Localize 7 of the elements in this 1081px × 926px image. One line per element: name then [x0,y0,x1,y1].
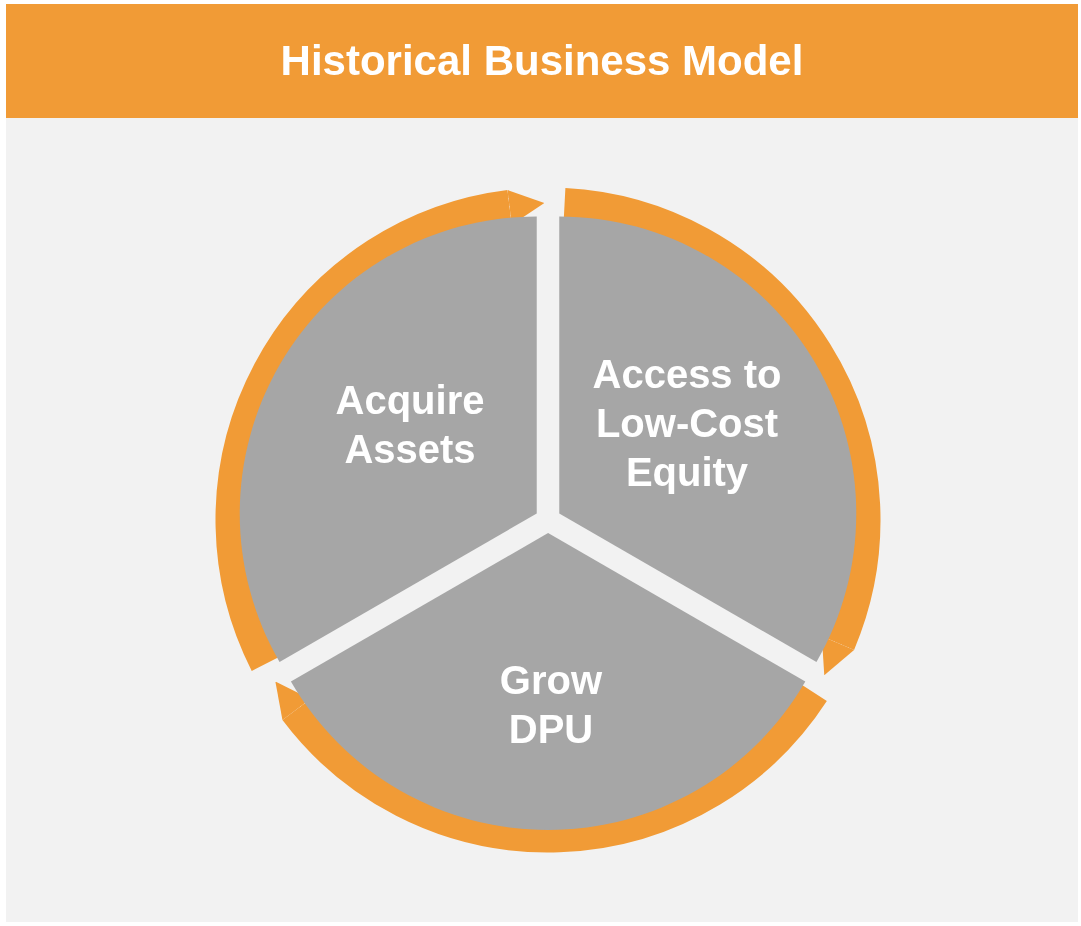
cycle-arrow [562,188,881,677]
cycle-arrow [215,190,544,670]
cycle-arrow [273,681,827,853]
segment-label: Access to Low-Cost Equity [591,350,783,496]
segment-label: Acquire Assets [334,377,486,473]
segment-label: Grow DPU [498,657,604,753]
title: Historical Business Model [280,37,804,85]
